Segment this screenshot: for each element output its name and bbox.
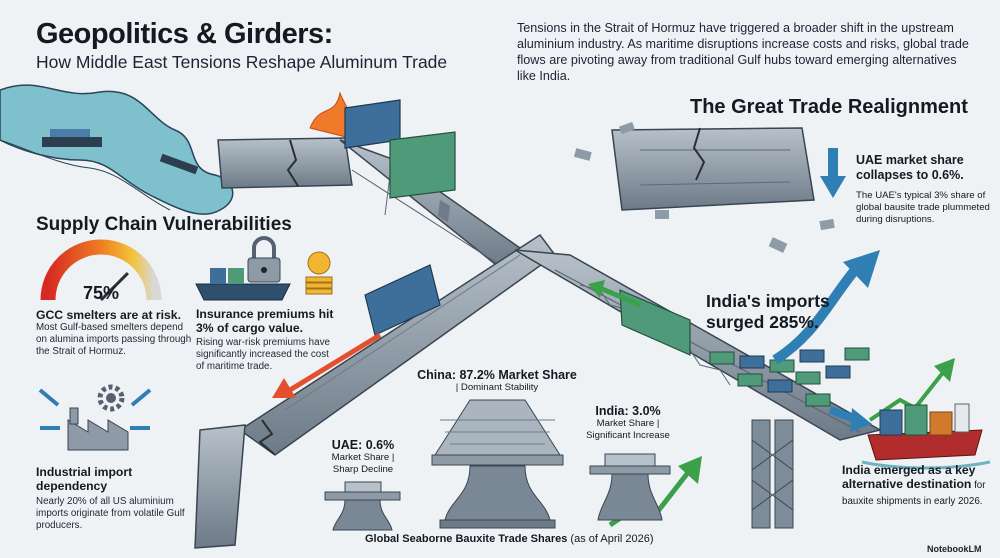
uae-ingot-pedestal xyxy=(324,481,401,531)
gear-icon xyxy=(97,384,125,412)
coins-icon xyxy=(305,251,333,295)
arrow-down-icon xyxy=(820,148,846,198)
china-share-sub: | Dominant Stability xyxy=(455,382,539,393)
caption-rest: (as of April 2026) xyxy=(567,533,654,545)
china-ingot-pedestal xyxy=(431,399,564,529)
uae-share-sub2: Sharp Decline xyxy=(332,464,394,475)
insurance-body: Rising war-risk premiums have significan… xyxy=(196,337,330,372)
india-imports-callout: India's imports surged 285%. xyxy=(706,291,830,332)
broken-girder-uae xyxy=(573,121,835,253)
gcc-body: Most Gulf-based smelters depend on alumi… xyxy=(36,322,192,357)
girder-rising xyxy=(194,233,557,549)
arrow-up-green-icon xyxy=(588,280,641,308)
supply-chain-heading: Supply Chain Vulnerabilities xyxy=(36,214,292,235)
padlock-icon xyxy=(247,236,281,283)
china-share-title: China: 87.2% Market Share xyxy=(417,368,577,382)
india-destination-callout: India emerged as a key alternative desti… xyxy=(842,463,992,509)
insurance-title: Insurance premiums hit 3% of cargo value… xyxy=(196,307,334,335)
ship-icon xyxy=(159,153,199,175)
india-ingot-pedestal xyxy=(589,453,671,521)
india-share-title: India: 3.0% xyxy=(595,404,661,418)
intro-paragraph: Tensions in the Strait of Hormuz have tr… xyxy=(517,21,969,83)
arrow-up-right-icon xyxy=(772,250,880,365)
insurance-callout: Insurance premiums hit 3% of cargo value… xyxy=(196,307,336,373)
gcc-title: GCC smelters are at risk. xyxy=(36,308,181,322)
uae-collapse-callout: UAE market share collapses to 0.6%. The … xyxy=(856,153,992,226)
gauge-value: 75% xyxy=(82,283,120,303)
realignment-heading: The Great Trade Realignment xyxy=(690,96,968,118)
india-share-sub1: Market Share | xyxy=(596,418,660,429)
india-destination-title: India emerged as a key alternative desti… xyxy=(842,463,976,491)
uae-share-title: UAE: 0.6% xyxy=(331,438,395,452)
hormuz-map xyxy=(0,84,234,215)
gcc-callout: GCC smelters are at risk. Most Gulf-base… xyxy=(36,308,196,358)
container-cluster xyxy=(709,347,870,407)
india-share-sub2: Significant Increase xyxy=(586,430,670,441)
ship-icon xyxy=(42,129,102,147)
uae-collapse-body: The UAE's typical 3% share of global bau… xyxy=(856,190,990,225)
arrows-inward-icon xyxy=(38,388,152,430)
industrial-body: Nearly 20% of all US aluminium imports o… xyxy=(36,496,185,531)
caption-title: Global Seaborne Bauxite Trade Shares xyxy=(365,533,568,545)
uae-share-sub1: Market Share | xyxy=(331,452,395,463)
arrow-left-red-icon xyxy=(272,332,382,398)
broken-girder-upper xyxy=(217,91,354,189)
cargo-ship-icon xyxy=(861,403,991,470)
gauge-needle xyxy=(99,272,129,302)
uae-share-label: UAE: 0.6% Market Share | Sharp Decline xyxy=(318,438,408,476)
uae-collapse-title: UAE market share collapses to 0.6%. xyxy=(856,153,964,182)
caption: Global Seaborne Bauxite Trade Shares (as… xyxy=(365,533,654,545)
page-subtitle: How Middle East Tensions Reshape Aluminu… xyxy=(36,52,448,72)
girder-diagonal-gulf xyxy=(339,139,522,270)
insurance-ship-icon xyxy=(195,268,291,301)
arrow-right-blue-icon xyxy=(828,406,872,432)
india-share-label: India: 3.0% Market Share | Significant I… xyxy=(578,404,678,442)
page-title: Geopolitics & Girders: xyxy=(36,18,333,50)
industrial-title: Industrial import dependency xyxy=(36,465,133,493)
india-destination-rest: for bauxite shipments in early 2026. xyxy=(842,480,986,507)
brand-label: NotebookLM xyxy=(927,544,982,554)
industrial-callout: Industrial import dependency Nearly 20% … xyxy=(36,465,186,532)
risk-gauge xyxy=(40,239,162,302)
china-share-label: China: 87.2% Market Share | Dominant Sta… xyxy=(412,368,582,393)
factory-icon xyxy=(67,407,129,451)
